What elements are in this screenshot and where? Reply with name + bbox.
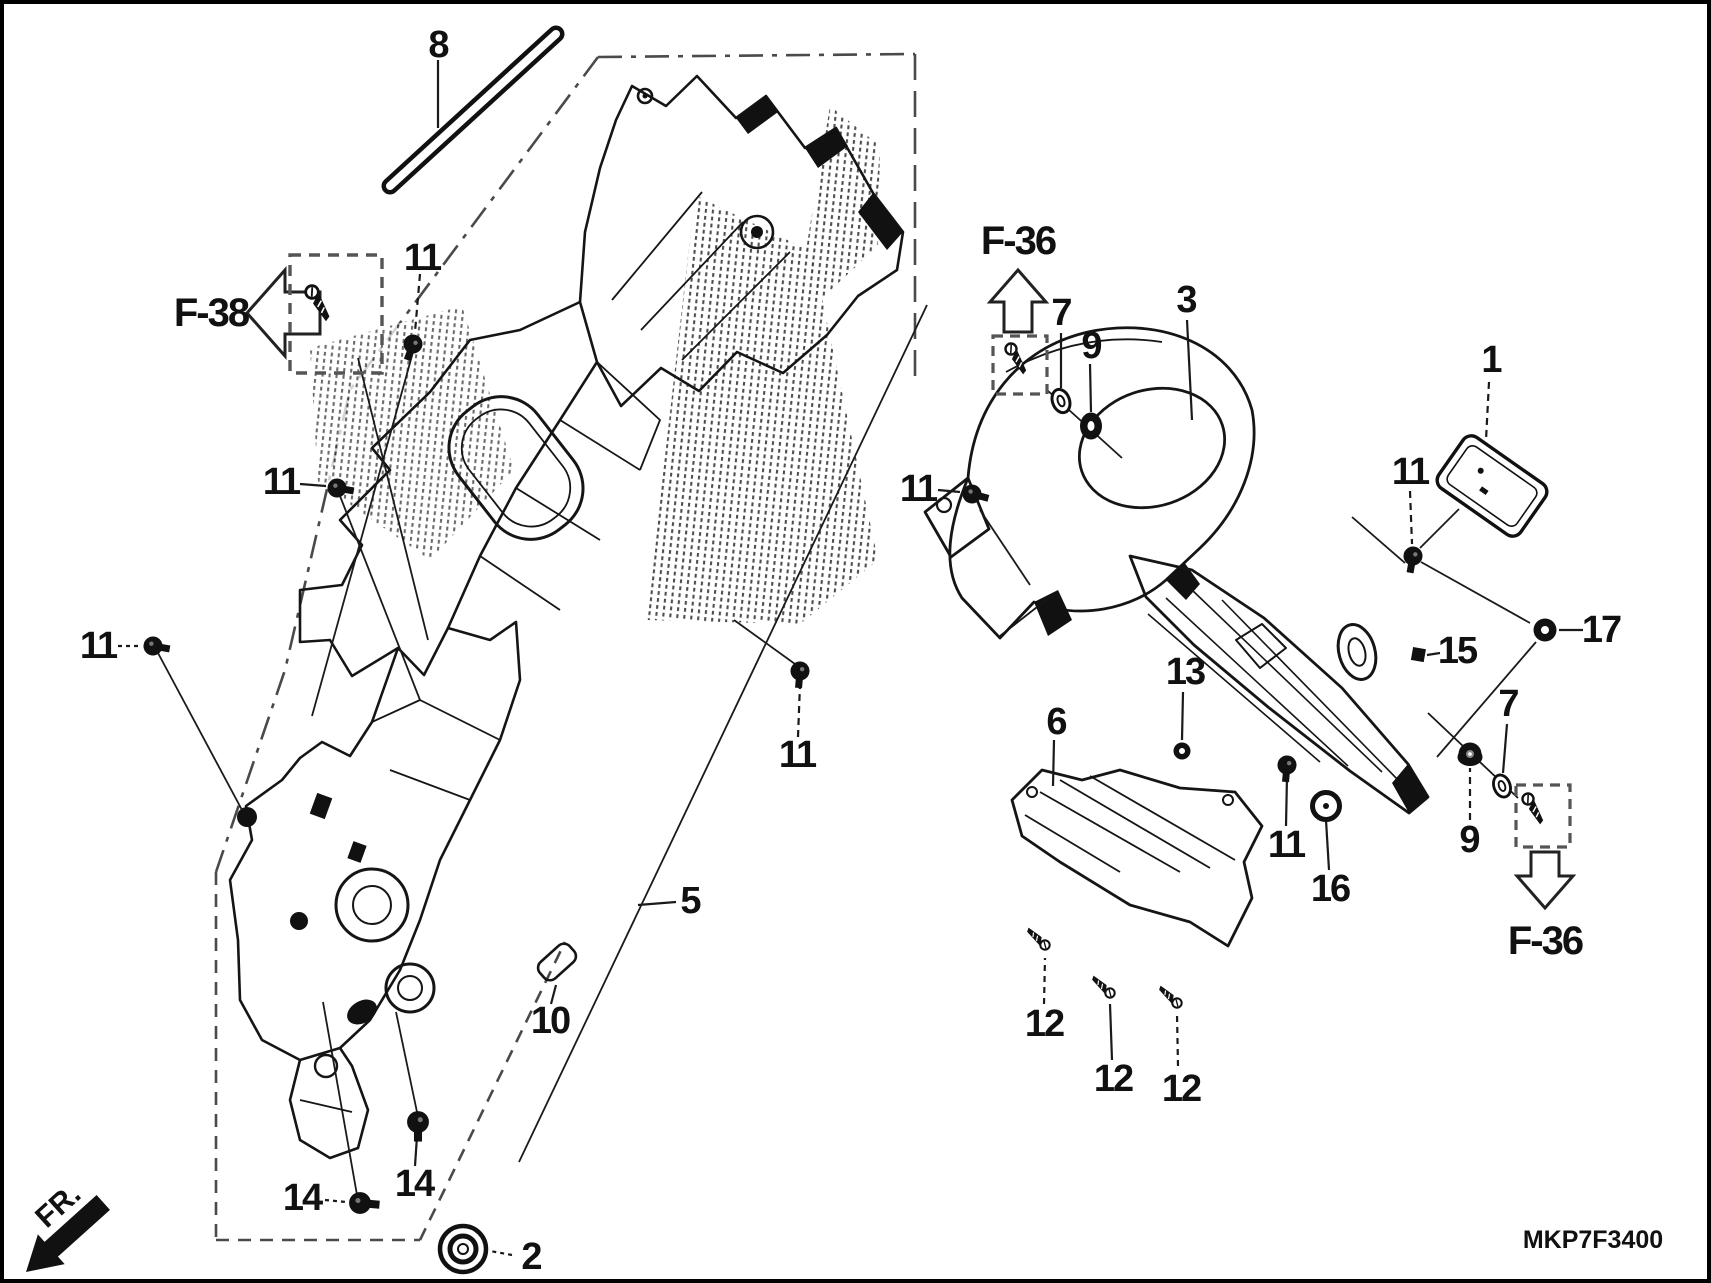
nut-9-bottom-icon (1457, 742, 1483, 766)
part-10-pad (536, 942, 578, 982)
callout-14-a[interactable]: 14 (283, 1177, 325, 1219)
phantom-outline (214, 52, 917, 1242)
washer-9-top-icon (1080, 412, 1102, 440)
callout-12-c[interactable]: 12 (1162, 1068, 1203, 1110)
callout-9-bottom[interactable]: 9 (1459, 819, 1481, 861)
callout-1[interactable]: 1 (1481, 339, 1504, 381)
arrow-up-icon (986, 267, 1050, 334)
bolt-14-icon (348, 1191, 382, 1216)
bolt-11-icon (789, 660, 811, 690)
callout-12-b[interactable]: 12 (1094, 1058, 1135, 1100)
callout-7-bottom[interactable]: 7 (1498, 683, 1520, 725)
callout-11-b[interactable]: 11 (263, 461, 303, 503)
part-6-cover-art (1010, 768, 1264, 948)
part-1-reflector-art (1435, 434, 1549, 538)
callout-5[interactable]: 5 (680, 880, 703, 922)
collar-7-bottom-icon (1489, 771, 1515, 801)
callout-15[interactable]: 15 (1438, 630, 1480, 672)
nut-13-icon (1173, 742, 1191, 760)
figure-code: MKP7F3400 (1523, 1226, 1663, 1254)
part-8-seal-rod (381, 25, 565, 195)
callout-16[interactable]: 16 (1311, 868, 1352, 910)
leader-lines (118, 60, 1583, 1257)
callout-14-b[interactable]: 14 (395, 1163, 437, 1205)
bolt-11-icon (960, 482, 992, 508)
callout-9-top[interactable]: 9 (1081, 325, 1103, 367)
screw-12-icon (1153, 984, 1186, 1011)
bolt-11-icon (142, 635, 173, 659)
figref-f36-top[interactable]: F-36 (981, 219, 1058, 263)
labels: 8 11 11 11 11 11 11 11 5 10 14 14 2 7 9 … (80, 24, 1663, 1278)
callout-11-a[interactable]: 11 (404, 237, 444, 279)
part-3-bracket-art (923, 326, 1430, 815)
fr-arrow-icon (26, 1194, 110, 1272)
callout-3[interactable]: 3 (1176, 279, 1198, 321)
callout-17[interactable]: 17 (1582, 609, 1623, 651)
screw-12-icon (1086, 974, 1119, 1001)
callout-7-top[interactable]: 7 (1051, 292, 1073, 334)
callout-11-g[interactable]: 11 (1268, 824, 1308, 866)
figref-f36-bottom[interactable]: F-36 (1508, 919, 1585, 963)
callout-11-e[interactable]: 11 (900, 468, 940, 510)
figref-f38[interactable]: F-38 (174, 291, 252, 335)
grommet-2-icon (437, 1223, 489, 1275)
bolt-14-icon (407, 1111, 429, 1143)
washer-16-icon (1310, 790, 1342, 822)
callout-2[interactable]: 2 (521, 1236, 543, 1278)
washer-17-icon (1533, 618, 1557, 642)
callout-10[interactable]: 10 (531, 1000, 572, 1042)
ref-f36-bottom-group (1513, 783, 1577, 911)
callout-8[interactable]: 8 (428, 24, 450, 66)
ref-f36-top-group (986, 267, 1050, 396)
ref-f38-group (244, 253, 384, 375)
callout-11-f[interactable]: 11 (1392, 451, 1432, 493)
callout-11-d[interactable]: 11 (779, 734, 819, 776)
callout-12-a[interactable]: 12 (1025, 1003, 1066, 1045)
dashed-box (991, 334, 1049, 396)
dashed-box (1514, 783, 1572, 849)
bolt-11-icon (1276, 754, 1298, 784)
part-5-rear-fender-art (228, 74, 905, 1160)
clip-15-icon (1410, 647, 1426, 663)
screw-12-icon (1021, 926, 1054, 953)
arrow-left-icon (244, 266, 322, 360)
bolt-11-icon (1400, 545, 1424, 576)
fr-direction-arrow: FR. (26, 1178, 110, 1272)
dashed-box (288, 253, 384, 375)
arrow-down-icon (1513, 850, 1577, 911)
callout-11-c[interactable]: 11 (80, 625, 120, 667)
callout-13[interactable]: 13 (1166, 651, 1207, 693)
screw-icon (1517, 790, 1552, 826)
callout-6[interactable]: 6 (1046, 701, 1068, 743)
fasteners (142, 332, 1557, 1275)
